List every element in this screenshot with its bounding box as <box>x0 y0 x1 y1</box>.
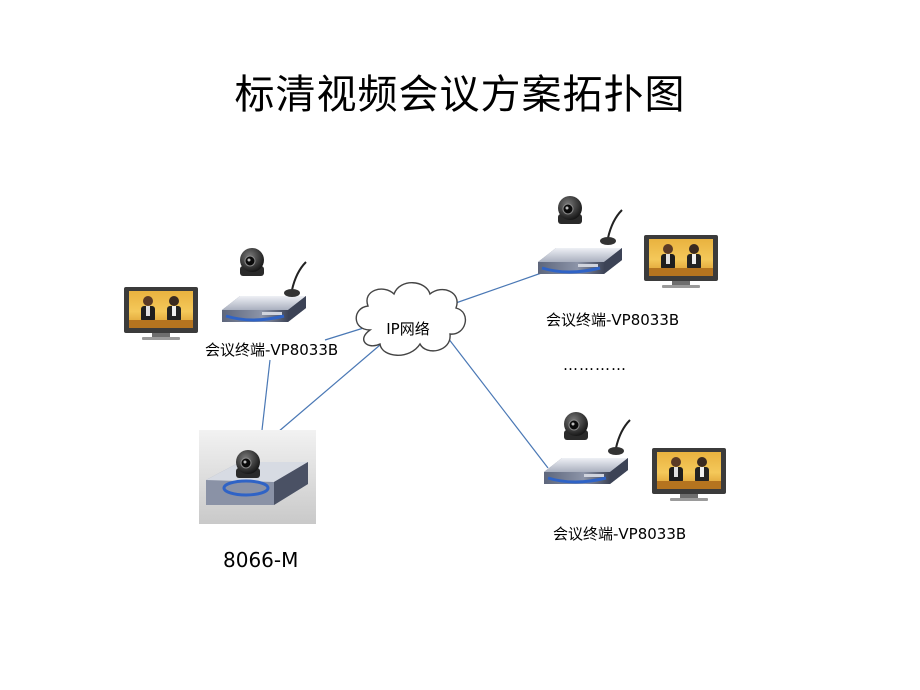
tv-monitor-icon <box>652 448 726 501</box>
link-cloud-top-terminal <box>449 269 551 306</box>
tv-monitor-icon <box>124 287 198 340</box>
codec-device-icon <box>220 294 308 324</box>
terminal-left <box>124 247 308 340</box>
page-title: 标清视频会议方案拓扑图 <box>234 72 686 118</box>
ptz-camera-icon <box>557 195 583 225</box>
tv-monitor-icon <box>644 235 718 288</box>
ip-network-cloud <box>355 282 467 356</box>
link-cloud-bottom-terminal <box>447 337 549 469</box>
connection-lines <box>261 269 551 469</box>
codec-device-icon <box>542 456 630 486</box>
ptz-camera-icon <box>563 411 589 441</box>
terminal-label-bottom-right: 会议终端-VP8033B <box>553 525 687 543</box>
ellipsis-more-terminals: ………… <box>563 356 627 374</box>
terminal-bottom-right <box>542 411 726 501</box>
terminal-top-right <box>536 195 718 288</box>
mcu-device <box>199 430 316 524</box>
link-left-terminal-mcu <box>261 359 271 431</box>
microphone-icon <box>599 209 623 246</box>
terminal-label-left: 会议终端-VP8033B <box>205 341 339 359</box>
codec-device-icon <box>536 246 624 276</box>
terminal-label-top-right: 会议终端-VP8033B <box>546 311 680 329</box>
mcu-label: 8066-M <box>223 548 299 572</box>
link-mcu-cloud <box>277 344 381 433</box>
microphone-icon <box>283 261 307 298</box>
ptz-camera-icon <box>235 449 261 479</box>
microphone-icon <box>607 419 631 456</box>
cloud-label: IP网络 <box>386 320 430 338</box>
ptz-camera-icon <box>239 247 265 277</box>
